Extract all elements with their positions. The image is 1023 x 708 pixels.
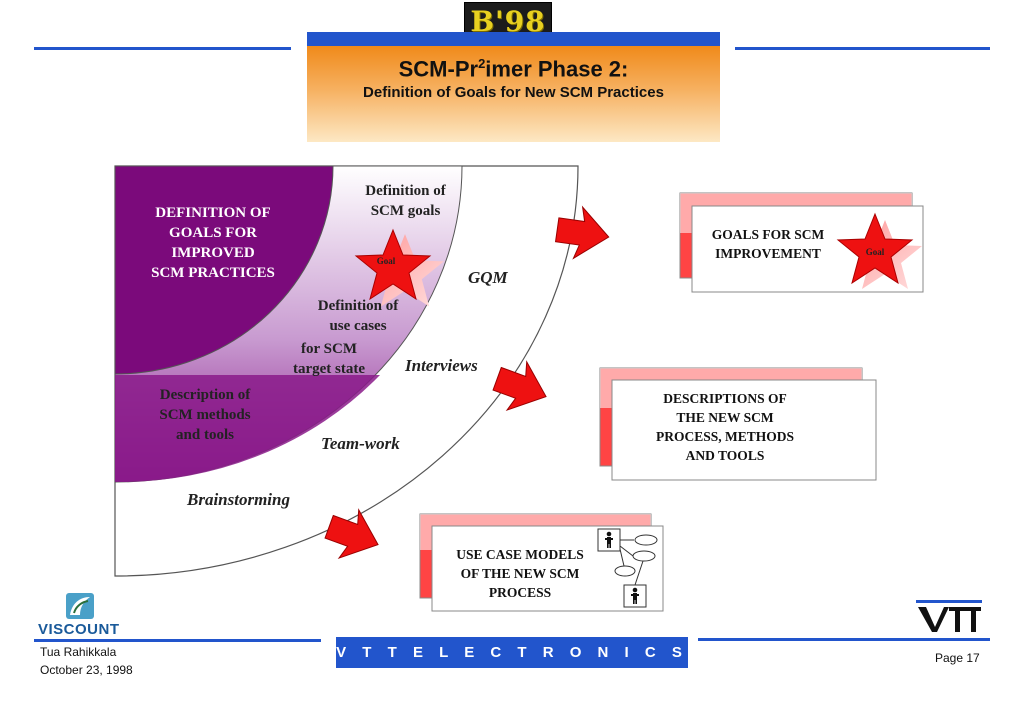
footer-rule-left bbox=[34, 639, 321, 642]
page-number: Page 17 bbox=[935, 651, 980, 665]
page-subtitle: Definition of Goals for New SCM Practice… bbox=[363, 84, 664, 102]
viscount-logo: VISCOUNT bbox=[38, 621, 120, 638]
use-case-diagram-icon bbox=[597, 528, 658, 608]
header-rule-right bbox=[735, 47, 990, 50]
band-label-use-cases: Definition of use cases bbox=[317, 298, 399, 334]
goals-star-label: Goal bbox=[865, 247, 885, 257]
vtt-electronics-banner: V T T E L E C T R O N I C S bbox=[336, 637, 688, 668]
band-label-target-state: for SCM target state bbox=[292, 341, 366, 377]
footer-rule-right bbox=[698, 638, 990, 641]
technique-team-work: Team-work bbox=[321, 434, 400, 453]
usecases-card-text: USE CASE MODELS OF THE NEW SCM PROCESS bbox=[456, 547, 584, 600]
viscount-emblem-icon bbox=[66, 593, 94, 619]
technique-gqm: GQM bbox=[468, 268, 508, 287]
band-label-scm-goals: Definition of SCM goals bbox=[365, 183, 446, 219]
page-title: SCM-Pr2imer Phase 2: bbox=[398, 56, 629, 82]
technique-brainstorming: Brainstorming bbox=[187, 490, 290, 509]
lower-band bbox=[115, 375, 380, 483]
title-box: SCM-Pr2imer Phase 2: Definition of Goals… bbox=[307, 32, 720, 142]
goals-card-text: GOALS FOR SCM IMPROVEMENT bbox=[711, 227, 825, 261]
technique-interviews: Interviews bbox=[405, 356, 478, 375]
band-label-methods: Description of SCM methods and tools bbox=[159, 387, 251, 443]
goal-star-label: Goal bbox=[376, 256, 396, 266]
header-rule-left bbox=[34, 47, 291, 50]
vtt-logo bbox=[916, 600, 982, 632]
descriptions-card-text: DESCRIPTIONS OF THE NEW SCM PROCESS, MET… bbox=[655, 391, 795, 463]
inner-quadrant-label: DEFINITION OF GOALS FOR IMPROVED SCM PRA… bbox=[151, 205, 275, 281]
inner-quadrant bbox=[114, 165, 334, 375]
descriptions-card bbox=[611, 379, 877, 481]
author-name: Tua Rahikkala bbox=[40, 645, 117, 659]
presentation-date: October 23, 1998 bbox=[40, 663, 133, 677]
